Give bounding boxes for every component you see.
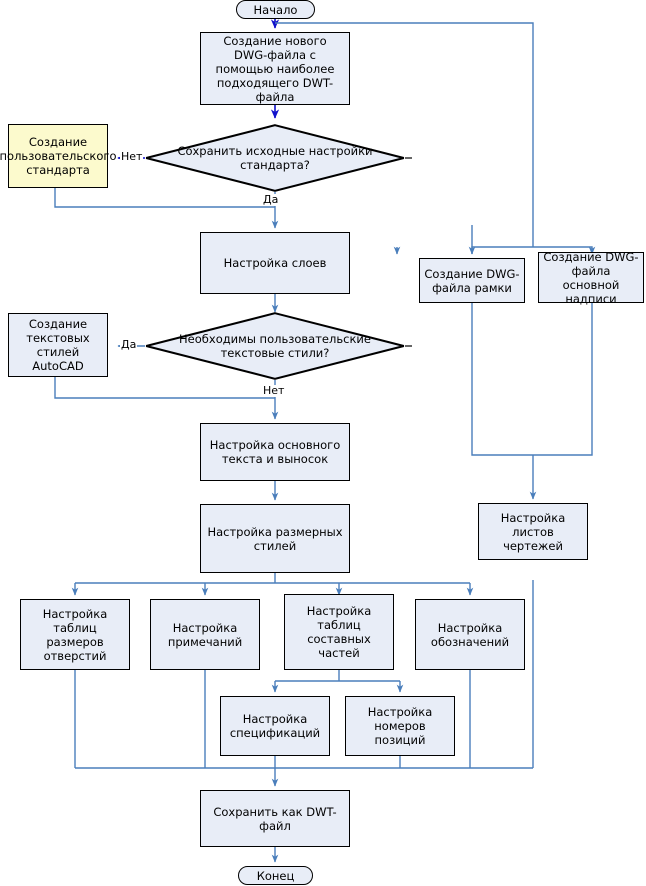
node-start[interactable]: Начало — [236, 0, 315, 19]
node-autocad-text-styles-label: Создание текстовых стилей AutoCAD — [26, 317, 90, 373]
diamond-shape — [145, 312, 405, 380]
node-frame-dwg-label: Создание DWG-файла рамки — [424, 266, 520, 295]
node-main-text[interactable]: Настройка основного текста и выносок — [200, 423, 350, 481]
node-end[interactable]: Конец — [238, 866, 313, 885]
node-parts-tables[interactable]: Настройка таблиц составных частей — [284, 594, 394, 670]
node-decision-keep-settings-label: Сохранить исходные настройки стандарта? — [177, 144, 373, 172]
node-balloons-label: Настройка номеров позиций — [367, 705, 433, 747]
node-start-label: Начало — [253, 2, 298, 17]
edge-label-no-text-styles-text: Нет — [263, 384, 285, 397]
node-decision-text-styles[interactable]: Необходимы пользовательские текстовые ст… — [145, 312, 405, 380]
edge-label-no-keep-settings-text: Нет — [121, 150, 143, 163]
node-save-dwt[interactable]: Сохранить как DWT-файл — [200, 790, 350, 847]
node-notes[interactable]: Настройка примечаний — [150, 599, 260, 670]
node-title-block-dwg[interactable]: Создание DWG-файла основной надписи — [538, 249, 644, 306]
edge-label-yes-text-styles-text: Да — [121, 338, 137, 351]
node-end-label: Конец — [256, 868, 295, 883]
node-frame-dwg[interactable]: Создание DWG-файла рамки — [419, 258, 525, 303]
node-title-block-dwg-label: Создание DWG-файла основной надписи — [543, 249, 639, 306]
edge-label-yes-text-styles: Да — [120, 338, 138, 351]
node-notes-label: Настройка примечаний — [167, 620, 243, 649]
node-create-dwg-file[interactable]: Создание нового DWG-файла с помощью наиб… — [200, 32, 350, 105]
edge-label-yes-keep-settings: Да — [262, 193, 280, 206]
node-symbols[interactable]: Настройка обозначений — [415, 599, 525, 670]
node-main-text-label: Настройка основного текста и выносок — [209, 438, 341, 466]
node-sheets[interactable]: Настройка листов чертежей — [478, 503, 588, 560]
node-save-dwt-label: Сохранить как DWT-файл — [213, 804, 337, 833]
node-sheets-label: Настройка листов чертежей — [500, 510, 566, 553]
node-autocad-text-styles[interactable]: Создание текстовых стилей AutoCAD — [8, 313, 108, 377]
node-symbols-label: Настройка обозначений — [430, 620, 510, 649]
node-dim-styles-label: Настройка размерных стилей — [207, 524, 343, 553]
node-custom-standard-label: Создание пользовательского стандарта — [0, 135, 117, 177]
edge-label-no-text-styles: Нет — [262, 384, 286, 397]
node-layers[interactable]: Настройка слоев — [200, 232, 350, 294]
node-create-dwg-file-label: Создание нового DWG-файла с помощью наиб… — [215, 33, 335, 104]
node-custom-standard[interactable]: Создание пользовательского стандарта — [0, 124, 116, 188]
edge-label-no-keep-settings: Нет — [120, 150, 144, 163]
diamond-shape — [145, 124, 405, 192]
node-layers-label: Настройка слоев — [223, 256, 327, 270]
node-specifications-label: Настройка спецификаций — [229, 712, 321, 740]
edge-label-yes-keep-settings-text: Да — [263, 193, 279, 206]
node-decision-text-styles-label: Необходимы пользовательские текстовые ст… — [179, 332, 371, 360]
node-dim-styles[interactable]: Настройка размерных стилей — [200, 504, 350, 573]
node-hole-tables-label: Настройка таблиц размеров отверстий — [42, 606, 108, 663]
node-balloons[interactable]: Настройка номеров позиций — [345, 696, 455, 756]
node-hole-tables[interactable]: Настройка таблиц размеров отверстий — [20, 599, 130, 670]
node-decision-keep-settings[interactable]: Сохранить исходные настройки стандарта? — [145, 124, 405, 192]
node-specifications[interactable]: Настройка спецификаций — [220, 696, 330, 756]
node-parts-tables-label: Настройка таблиц составных частей — [306, 604, 372, 660]
